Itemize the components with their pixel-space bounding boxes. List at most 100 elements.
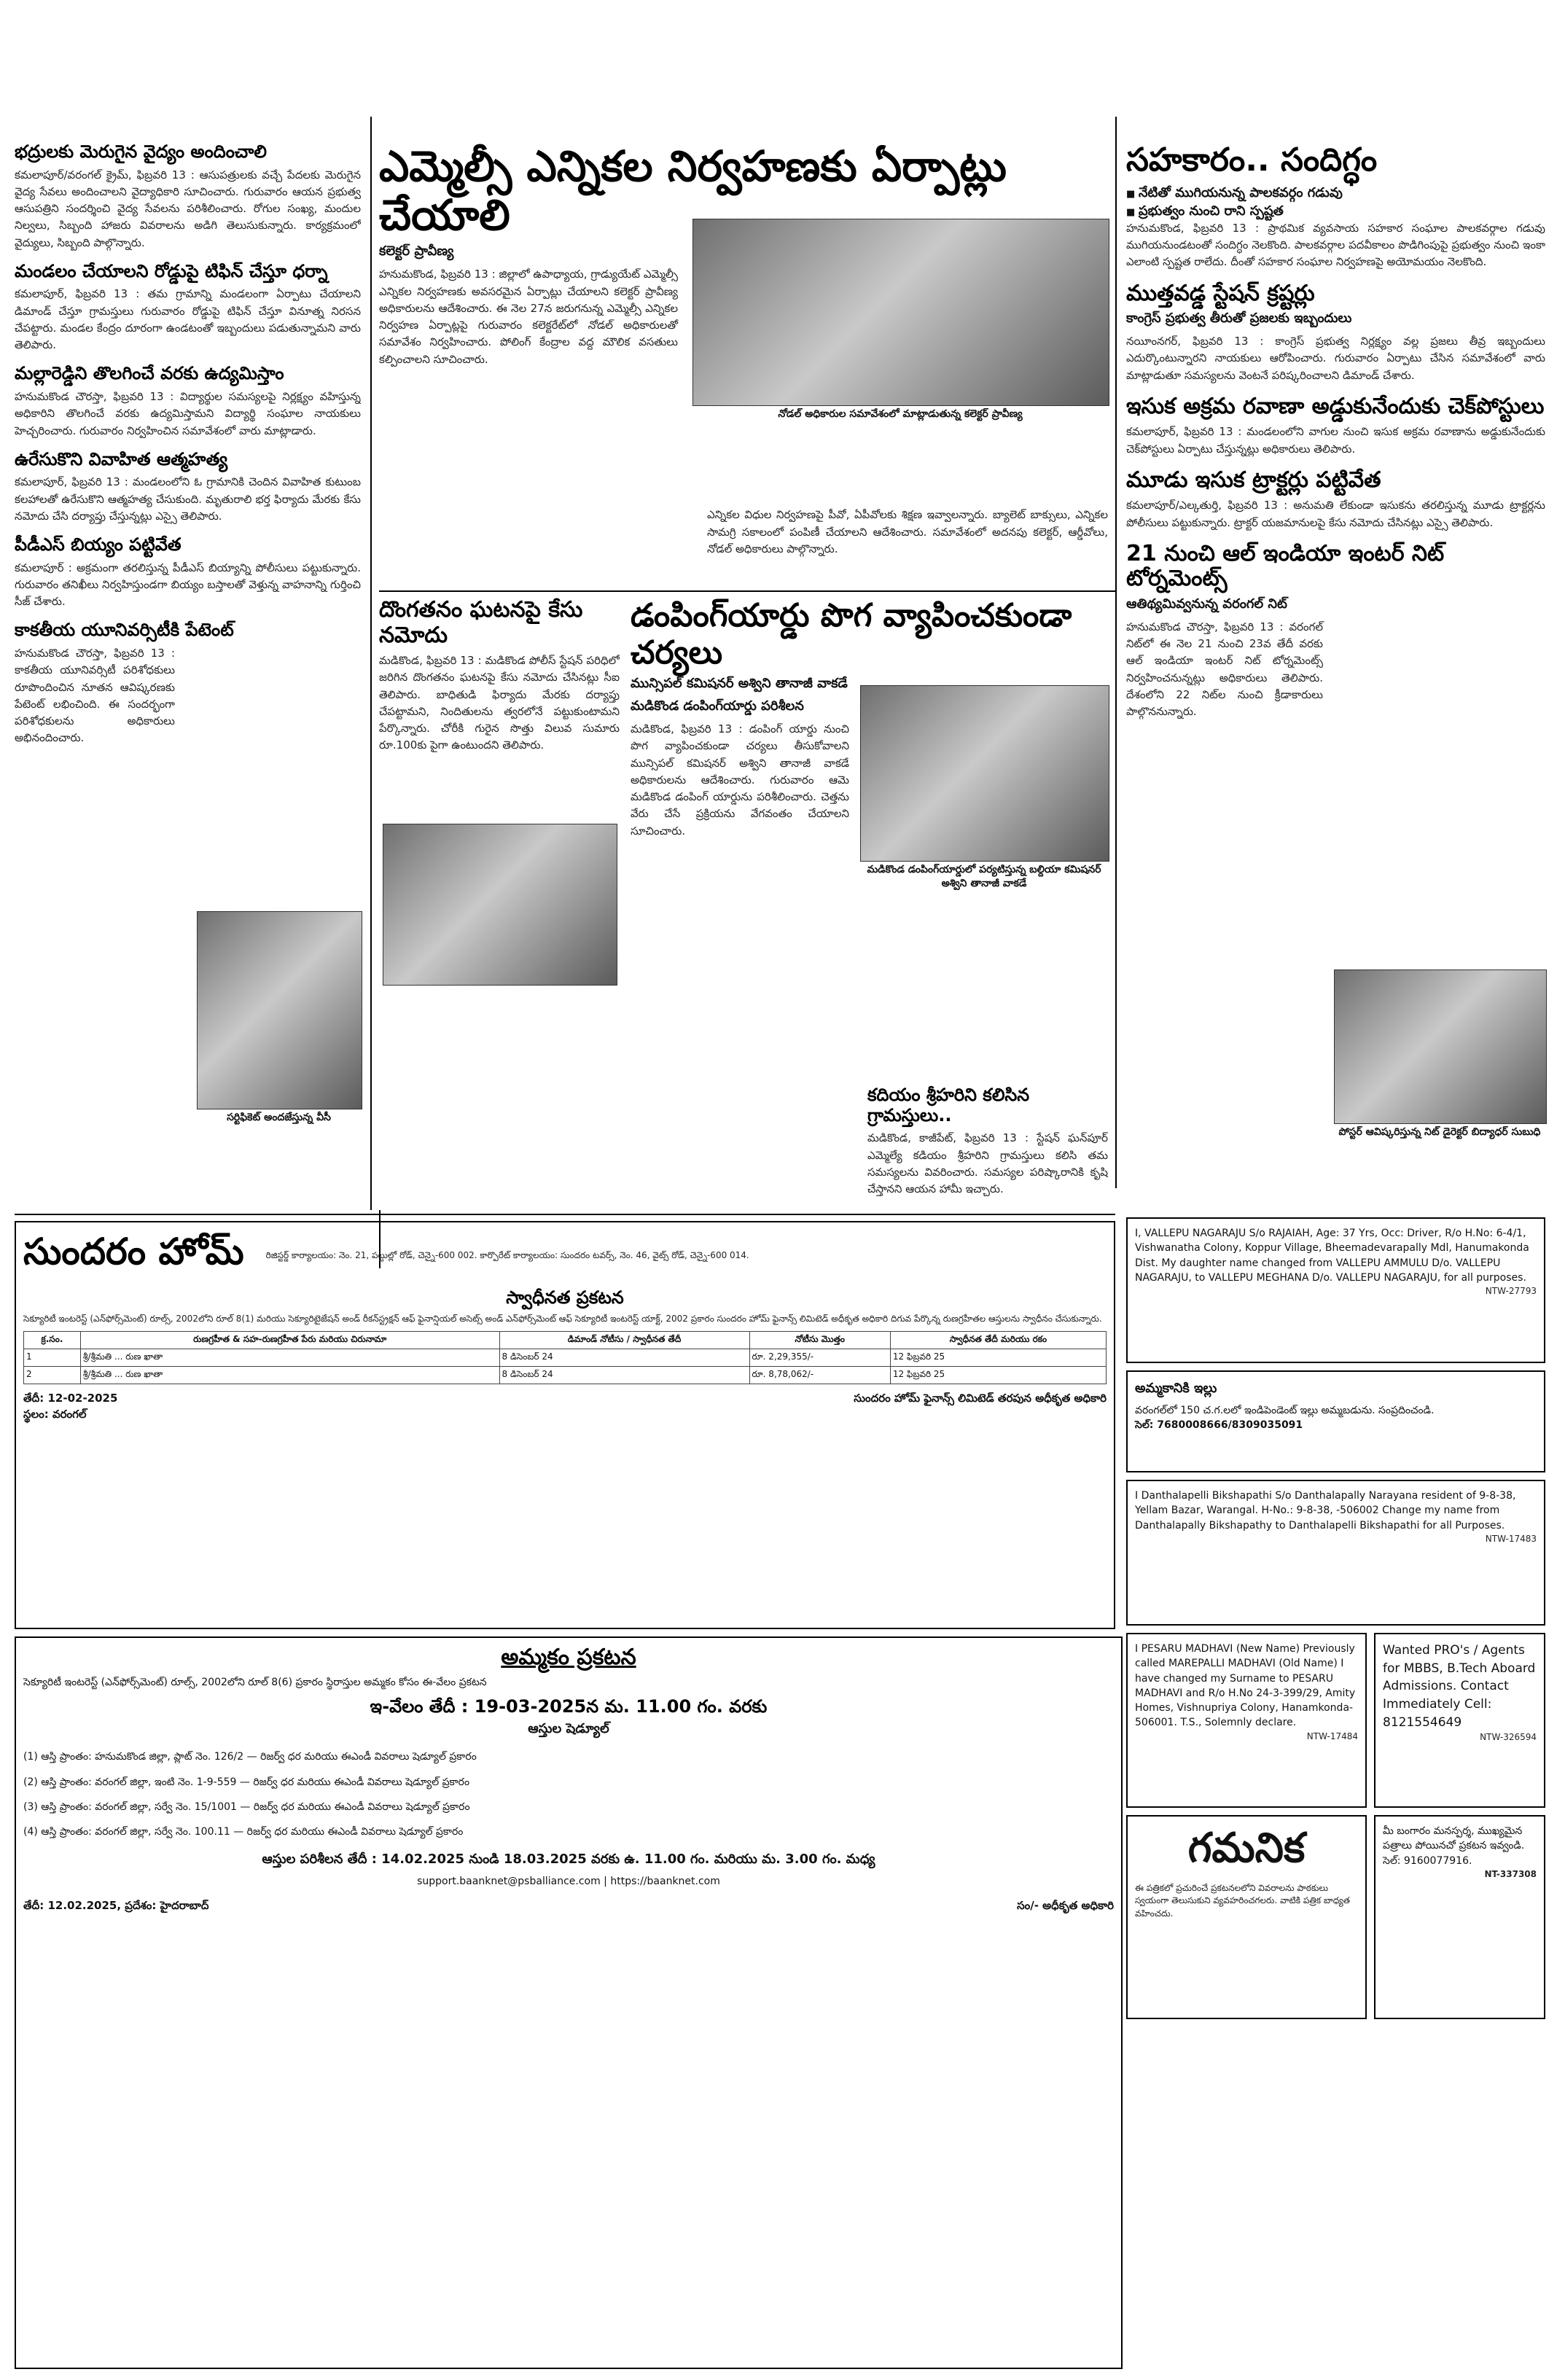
- article-body: కమలాపూర్, ఫిబ్రవరి 13 : మండలంలోని వాగుల …: [1126, 425, 1545, 456]
- lost-docs-ad: మీ బంగారం మనస్పర్శ, ముఖ్యమైన పత్రాలు పోయ…: [1374, 1815, 1545, 2019]
- headline: ఇసుక అక్రమ రవాణా అడ్డుకునేందుకు చెక్‌పోస…: [1126, 393, 1545, 419]
- article-photo: [383, 824, 617, 986]
- classified-text: మీ బంగారం మనస్పర్శ, ముఖ్యమైన పత్రాలు పోయ…: [1383, 1825, 1525, 1867]
- table-header: నోటీసు మొత్తం: [749, 1330, 891, 1349]
- headline: దొంగతనం ఘటనపై కేసు నమోదు: [379, 598, 583, 648]
- headline: మండలం చేయాలని రోడ్డుపై టిఫిన్ చేస్తూ ధర్…: [15, 260, 328, 281]
- classified-code: NTW-326594: [1480, 1732, 1537, 1743]
- table-cell: శ్రీ/శ్రీమతి ... రుణ ఖాతా: [79, 1348, 500, 1367]
- article-body: మడికొండ, ఫిబ్రవరి 13 : డంపింగ్ యార్డు ను…: [631, 722, 849, 838]
- news-article: డంపింగ్‌యార్డు పొగ వ్యాపించకుండా చర్యలు …: [631, 598, 1108, 1210]
- column-rule: [370, 117, 372, 1210]
- ad-title: అమ్మకం ప్రకటన: [501, 1644, 636, 1670]
- article-body: కమలాపూర్, ఫిబ్రవరి 13 : మండలంలోని ఓ గ్రా…: [15, 475, 361, 523]
- table-cell: 8 డిసెంబర్ 24: [499, 1348, 750, 1367]
- table-cell: 8 డిసెంబర్ 24: [499, 1365, 750, 1384]
- lead-photo: [692, 219, 1109, 406]
- ad-notice-title: స్వాధీనత ప్రకటన: [506, 1287, 624, 1308]
- headline: కదియం శ్రీహరిని కలిసిన గ్రామస్తులు..: [867, 1085, 1030, 1125]
- article-body: హనుమకొండ చౌరస్తా, ఫిబ్రవరి 13 : కాకతీయ య…: [15, 647, 175, 745]
- news-column-left: భద్రులకు మెరుగైన వైద్యం అందించాలి కమలాపూ…: [15, 142, 361, 1206]
- article-body: కమలాపూర్/ఎల్కతుర్తి, ఫిబ్రవరి 13 : అనుమత…: [1126, 499, 1545, 529]
- classified-ad: I, VALLEPU NAGARAJU S/o RAJAIAH, Age: 37…: [1126, 1217, 1545, 1363]
- news-article: దొంగతనం ఘటనపై కేసు నమోదు మడికొండ, ఫిబ్రవ…: [379, 598, 620, 1210]
- schedule-item: (2) ఆస్తి ప్రాంతం: వరంగల్ జిల్లా, ఇంటి న…: [23, 1776, 470, 1788]
- news-column-middle: [612, 1633, 1115, 1636]
- table-row: 1 శ్రీ/శ్రీమతి ... రుణ ఖాతా 8 డిసెంబర్ 2…: [23, 1348, 1107, 1367]
- gamanika-body: ఈ పత్రికలో ప్రచురించే ప్రకటనలలోని వివరాల…: [1135, 1883, 1350, 1919]
- column-rule: [379, 1210, 381, 1268]
- classified-text: వరంగల్‌లో 150 చ.గ.లలో ఇండిపెండెంట్ ఇల్లు…: [1135, 1405, 1435, 1416]
- auction-notice-ad: అమ్మకం ప్రకటన సెక్యూరిటీ ఇంటరెస్ట్ (ఎన్‌…: [15, 1636, 1123, 2369]
- classified-ad: I PESARU MADHAVI (New Name) Previously c…: [1126, 1633, 1367, 1808]
- table-cell: 2: [23, 1365, 81, 1384]
- ad-date: తేదీ: 12.02.2025, ప్రదేశం: హైదరాబాద్: [23, 1898, 209, 1912]
- table-header: స్వాధీనత తేదీ మరియు రకం: [889, 1330, 1107, 1349]
- table-header: రుణగ్రహీత & సహ-రుణగ్రహీత పేరు మరియు చిరు…: [79, 1330, 500, 1349]
- bullet-item: ప్రభుత్వం నుంచి రాని స్పష్టత: [1126, 202, 1545, 220]
- headline: పీడీఎస్ బియ్యం పట్టివేత: [15, 534, 182, 555]
- classified-title: అమ్మకానికి ఇల్లు: [1135, 1381, 1217, 1396]
- wanted-text: Wanted PRO's / Agents for MBBS, B.Tech A…: [1383, 1643, 1536, 1730]
- classifieds-column: I, VALLEPU NAGARAJU S/o RAJAIAH, Age: 37…: [1126, 1217, 1545, 2369]
- article-photo: [860, 685, 1109, 862]
- classified-text: I Danthalapelli Bikshapathi S/o Danthala…: [1135, 1490, 1516, 1532]
- section-rule: [15, 1214, 1115, 1215]
- article-body: నయీంనగర్, ఫిబ్రవరి 13 : కాంగ్రెస్ ప్రభుత…: [1126, 335, 1545, 382]
- classified-code: NTW-17483: [1485, 1533, 1537, 1544]
- classified-text: I, VALLEPU NAGARAJU S/o RAJAIAH, Age: 37…: [1135, 1228, 1529, 1284]
- headline: మల్లారెడ్డిని తొలగించే వరకు ఉద్యమిస్తాం: [15, 363, 284, 384]
- photo-caption: నోడల్ అధికారుల సమావేశంలో మాట్లాడుతున్న క…: [778, 408, 1023, 420]
- article-body: కమలాపూర్, ఫిబ్రవరి 13 : తమ గ్రామాన్ని మం…: [15, 287, 361, 352]
- table-cell: 12 ఫిబ్రవరి 25: [889, 1365, 1107, 1384]
- article-body: కమలాపూర్ : అక్రమంగా తరలిస్తున్న పీడీఎస్ …: [15, 561, 361, 609]
- headline: ఉరేసుకొని వివాహిత ఆత్మహత్య: [15, 448, 228, 469]
- headline: డంపింగ్‌యార్డు పొగ వ్యాపించకుండా చర్యలు: [631, 598, 1072, 671]
- news-column-right: సహకారం.. సందిగ్ధం నేటితో ముగియనున్న పాలక…: [1126, 142, 1545, 1206]
- photo-caption: పోస్టర్ ఆవిష్కరిస్తున్న నిట్ డైరెక్టర్ బ…: [1338, 1126, 1541, 1138]
- table-header: క్ర.సం.: [23, 1330, 81, 1349]
- table-row: 2 శ్రీ/శ్రీమతి ... రుణ ఖాతా 8 డిసెంబర్ 2…: [23, 1365, 1107, 1384]
- lead-body: ఎన్నికల విధుల నిర్వహణపై పీవో, ఏపీవోలకు శ…: [707, 508, 1108, 555]
- ad-signatory: సుందరం హోమ్ ఫైనాన్స్ లిమిటెడ్ తరపున అధీక…: [854, 1391, 1107, 1405]
- subheading: మున్సిపల్ కమిషనర్ అశ్విని తానాజీ వాకడే: [631, 676, 848, 692]
- table-cell: రూ. 8,78,062/-: [749, 1365, 891, 1384]
- lead-headline: ఎమ్మెల్సీ ఎన్నికల నిర్వహణకు ఏర్పాట్లు చే…: [379, 142, 1007, 240]
- classified-ad: I Danthalapelli Bikshapathi S/o Danthala…: [1126, 1480, 1545, 1626]
- column-rule: [1115, 117, 1117, 1188]
- headline: సహకారం.. సందిగ్ధం: [1126, 142, 1378, 179]
- table-header: డిమాండ్ నోటీసు / స్వాధీనత తేదీ: [499, 1330, 750, 1349]
- lead-body: హనుమకొండ, ఫిబ్రవరి 13 : జిల్లాలో ఉపాధ్యా…: [379, 268, 678, 366]
- wanted-ad: Wanted PRO's / Agents for MBBS, B.Tech A…: [1374, 1633, 1545, 1808]
- table-cell: 12 ఫిబ్రవరి 25: [889, 1348, 1107, 1367]
- schedule-item: (1) ఆస్తి ప్రాంతం: హనుమకొండ జిల్లా, ప్లా…: [23, 1751, 477, 1763]
- lead-subheading: కలెక్టర్ ప్రావీణ్య: [379, 243, 454, 260]
- headline: కాకతీయ యూనివర్సిటీకి పేటెంట్: [15, 620, 234, 641]
- classified-phone: సెల్: 7680008666/8309035091: [1135, 1419, 1303, 1432]
- classified-text: I PESARU MADHAVI (New Name) Previously c…: [1135, 1643, 1356, 1729]
- schedule-item: (3) ఆస్తి ప్రాంతం: వరంగల్ జిల్లా, సర్వే …: [23, 1800, 470, 1813]
- sundaram-home-ad: సుందరం హోమ్ రిజిస్టర్డ్ కార్యాలయం: నెం. …: [15, 1221, 1115, 1629]
- subheading: మడికొండ డంపింగ్‌యార్డు పరిశీలన: [631, 698, 804, 714]
- article-body: హనుమకొండ, ఫిబ్రవరి 13 : ప్రాథమిక వ్యవసాయ…: [1126, 221, 1545, 269]
- schedule-heading: ఆస్తుల షెడ్యూల్: [528, 1721, 609, 1737]
- section-rule: [379, 590, 1115, 592]
- article-photo: [1334, 969, 1547, 1124]
- headline: భద్రులకు మెరుగైన వైద్యం అందించాలి: [15, 142, 267, 162]
- ad-body: సెక్యూరిటీ ఇంటరెస్ట్ (ఎన్‌ఫోర్స్‌మెంట్) …: [23, 1313, 1102, 1324]
- gamanika-notice: గమనిక ఈ పత్రికలో ప్రచురించే ప్రకటనలలోని …: [1126, 1815, 1367, 2019]
- photo-caption: సర్టిఫికెట్ అందజేస్తున్న వీసీ: [227, 1112, 331, 1123]
- ad-place: స్థలం: వరంగల్: [23, 1407, 87, 1421]
- ad-intro: సెక్యూరిటీ ఇంటరెస్ట్ (ఎన్‌ఫోర్స్‌మెంట్) …: [23, 1676, 487, 1688]
- article-body: మడికొండ, ఫిబ్రవరి 13 : మడికొండ పోలీస్ స్…: [379, 654, 620, 752]
- contact-info: support.baanknet@psballiance.com | https…: [417, 1875, 720, 1887]
- article-body: మడికొండ, కాజీపేట్, ఫిబ్రవరి 13 : స్టేషన్…: [867, 1131, 1108, 1196]
- classified-code: NTW-27793: [1485, 1286, 1537, 1297]
- auction-date: ఇ-వేలం తేదీ : 19-03-2025న మ. 11.00 గం. వ…: [370, 1696, 768, 1717]
- bullet-item: నేటితో ముగియనున్న పాలకవర్గం గడువు: [1126, 184, 1545, 202]
- table-cell: శ్రీ/శ్రీమతి ... రుణ ఖాతా: [79, 1365, 500, 1384]
- ad-logo: సుందరం హోమ్: [23, 1230, 244, 1273]
- classified-code: NTW-17484: [1306, 1731, 1358, 1741]
- subheading: కాంగ్రెస్ ప్రభుత్వ తీరుతో ప్రజలకు ఇబ్బంద…: [1126, 311, 1352, 327]
